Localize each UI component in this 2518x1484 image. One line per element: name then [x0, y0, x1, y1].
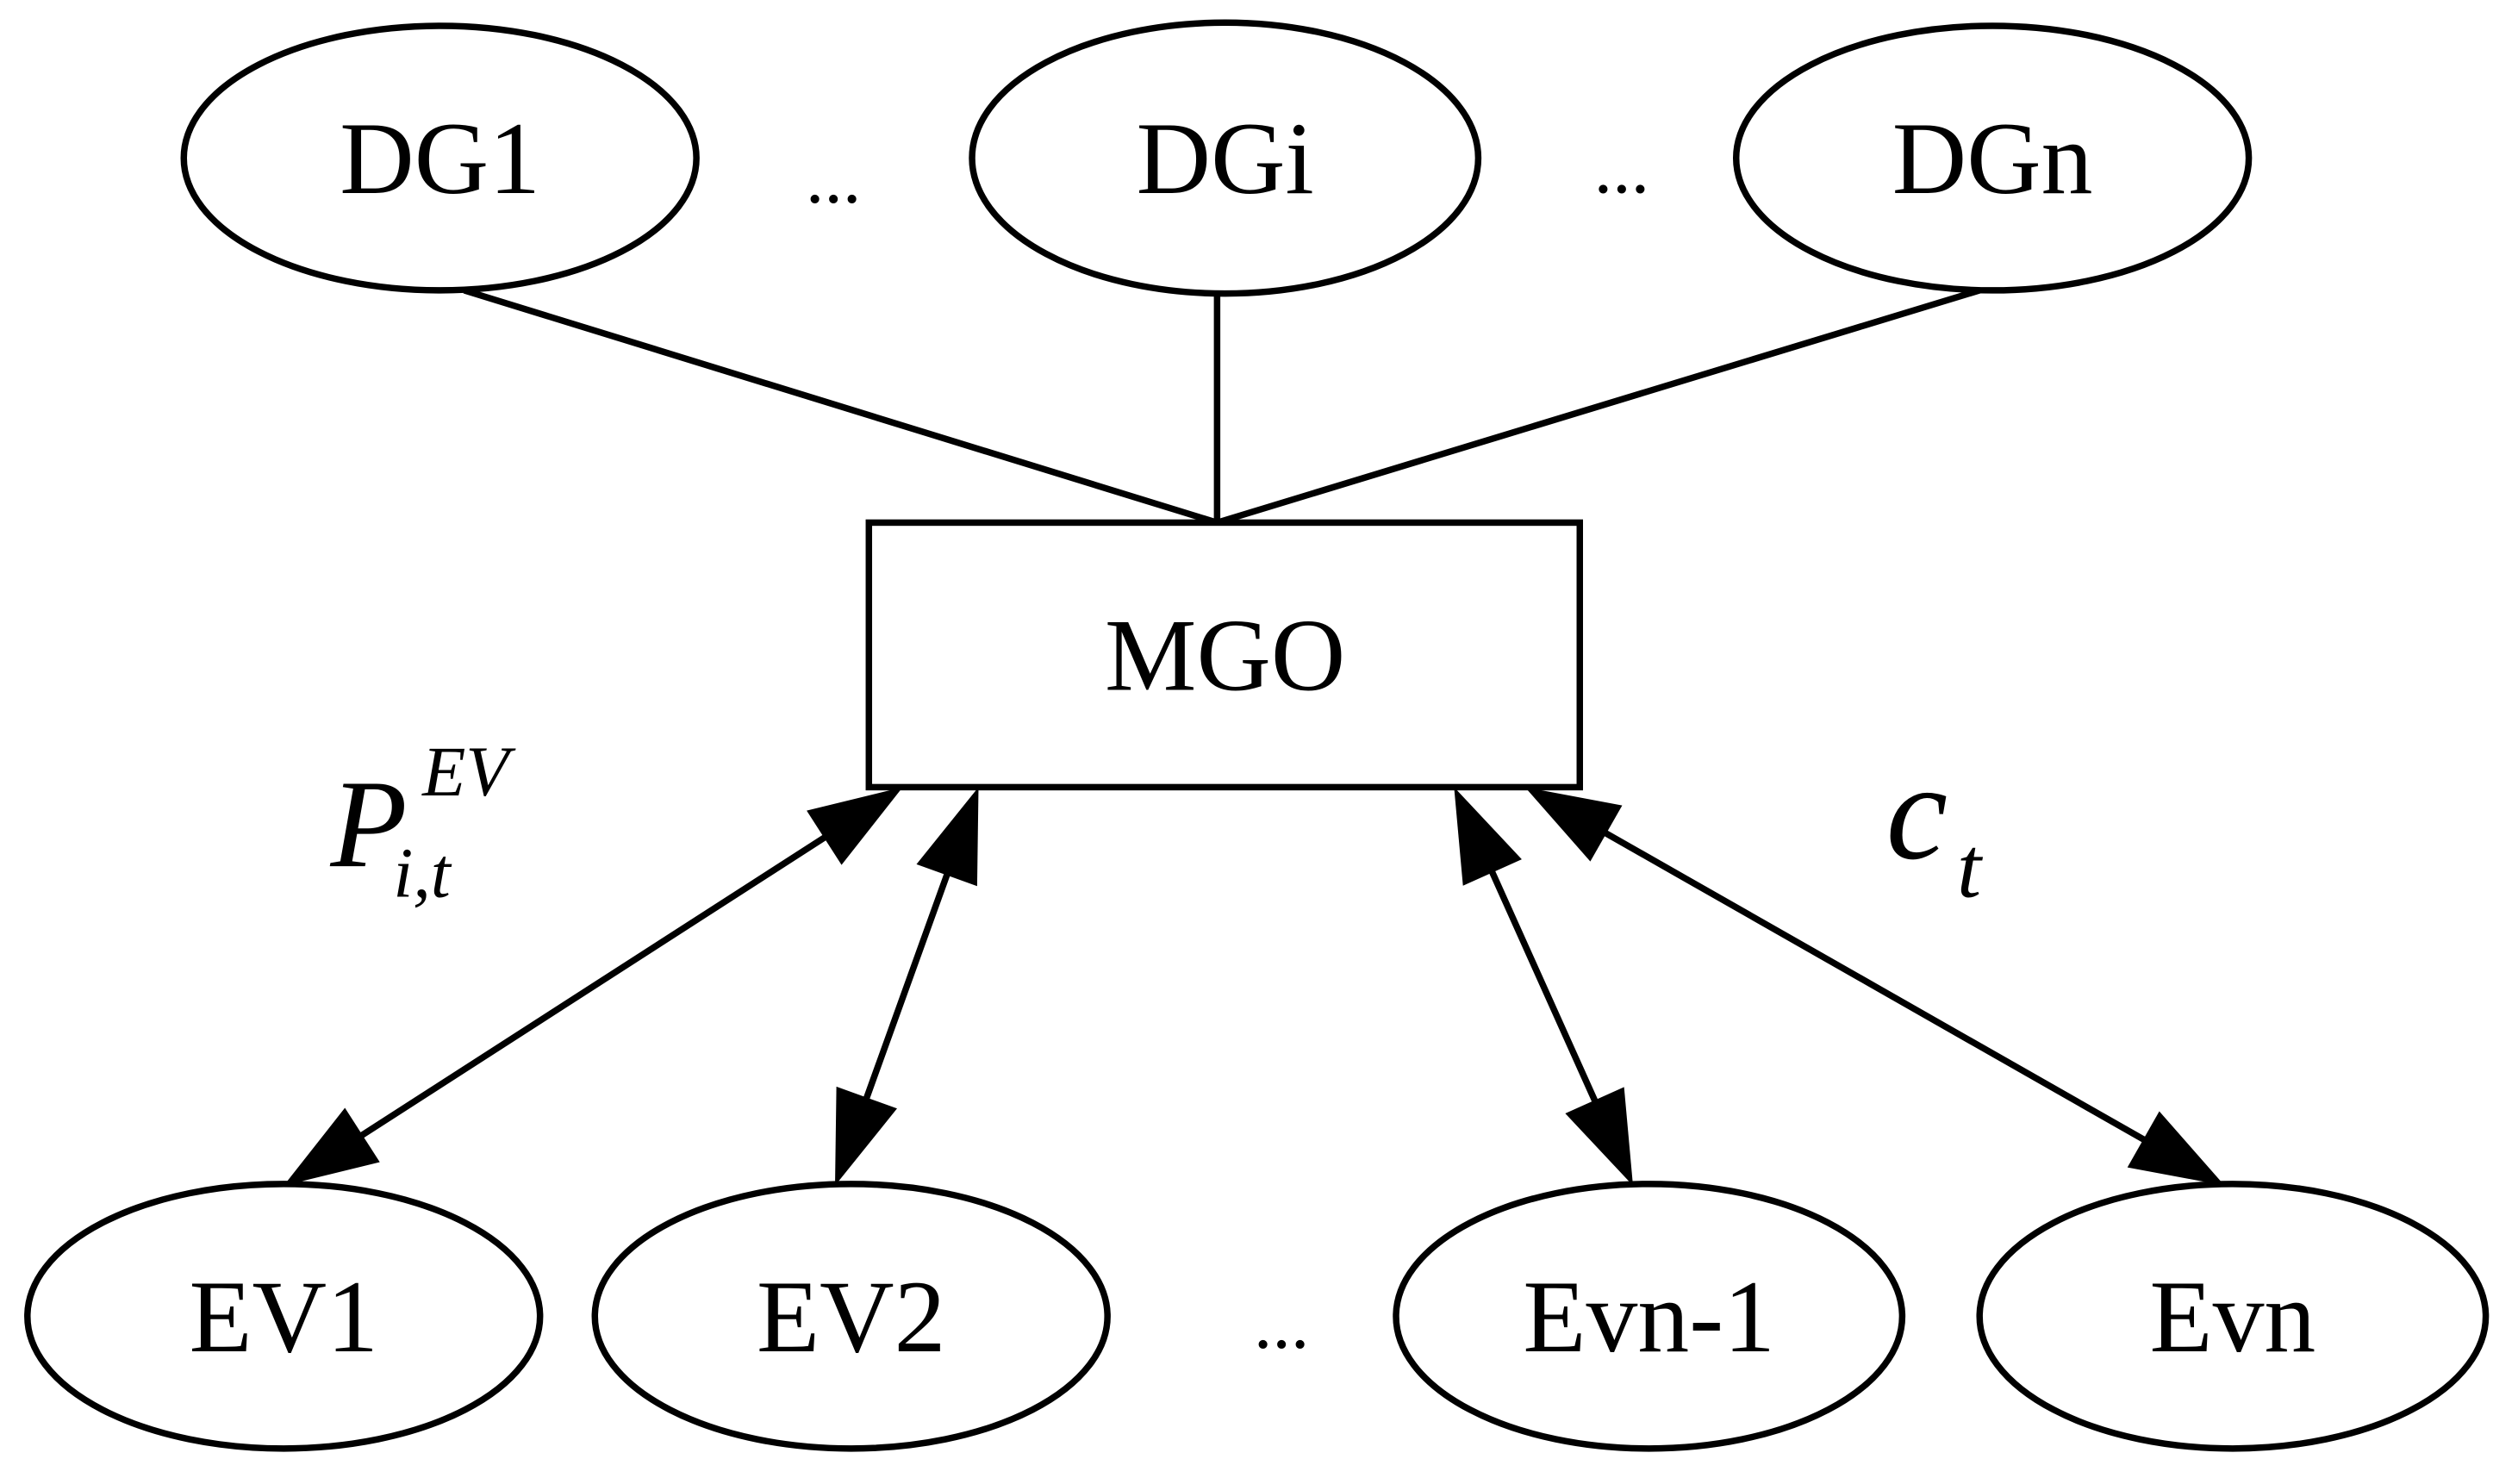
dg-node-dgi: DGi — [969, 19, 1482, 297]
evn-1-ellipse — [1393, 1181, 1906, 1452]
arrowhead-ev1-side — [284, 1107, 380, 1186]
arrowhead-evn-1-side — [1565, 1087, 1633, 1186]
evn-label: Evn — [2149, 1259, 2315, 1374]
dg-node-dgn: DGn — [1732, 22, 2253, 294]
mgo-box — [865, 519, 1584, 791]
ev1-ellipse — [24, 1181, 544, 1452]
price-annotation-subscript: t — [1957, 820, 1984, 916]
ev-node-ev2: EV2 — [591, 1181, 1111, 1452]
edge-dg1-mgo — [463, 287, 1218, 527]
edge-mgo-ev1 — [352, 830, 834, 1144]
dg-node-dg1: DG1 — [180, 22, 700, 294]
dg1-ellipse — [180, 22, 700, 294]
edge-mgo-evn — [1596, 826, 2153, 1147]
arrowhead-mgo-side-evn-1 — [1454, 787, 1522, 886]
dgn-label: DGn — [1892, 101, 2093, 215]
arrowhead-mgo-side-ev2 — [916, 787, 979, 887]
evn-ellipse — [1976, 1181, 2490, 1452]
dgn-ellipse — [1732, 22, 2253, 294]
ev-connections — [284, 787, 2225, 1186]
dgi-label: DGi — [1137, 101, 1314, 215]
price-annotation: c t — [1886, 735, 1984, 916]
ev1-label: EV1 — [190, 1259, 378, 1374]
ev-node-ev1: EV1 — [24, 1181, 544, 1452]
arrowhead-mgo-side-ev1 — [807, 787, 903, 865]
ev2-ellipse — [591, 1181, 1111, 1452]
edge-mgo-evn-1 — [1485, 862, 1602, 1111]
top-ellipsis-left: ... — [806, 136, 862, 219]
arrowhead-mgo-side-evn — [1524, 787, 1623, 862]
edge-dgn-mgo — [1216, 287, 1981, 527]
price-annotation-base: c — [1886, 735, 1948, 889]
dgi-ellipse — [969, 19, 1482, 297]
edge-mgo-ev2 — [860, 865, 953, 1108]
ev2-label: EV2 — [757, 1259, 945, 1374]
evn-1-label: Evn-1 — [1523, 1259, 1775, 1374]
dg-connections — [463, 287, 1981, 527]
mgo-node: MGO — [865, 519, 1584, 791]
power-annotation-subscript: i,t — [393, 834, 452, 913]
power-annotation: P EV i,t — [329, 733, 516, 913]
power-annotation-base: P — [329, 754, 407, 894]
ev-node-evn-1: Evn-1 — [1393, 1181, 1906, 1452]
arrowhead-evn-side — [2127, 1111, 2225, 1186]
dg1-label: DG1 — [340, 101, 540, 215]
arrowhead-ev2-side — [835, 1086, 897, 1186]
mgo-label: MGO — [1105, 597, 1345, 712]
bottom-ellipsis: ... — [1254, 1281, 1310, 1364]
power-annotation-superscript: EV — [421, 733, 516, 811]
ev-node-evn: Evn — [1976, 1181, 2490, 1452]
top-ellipsis-right: ... — [1594, 127, 1650, 209]
